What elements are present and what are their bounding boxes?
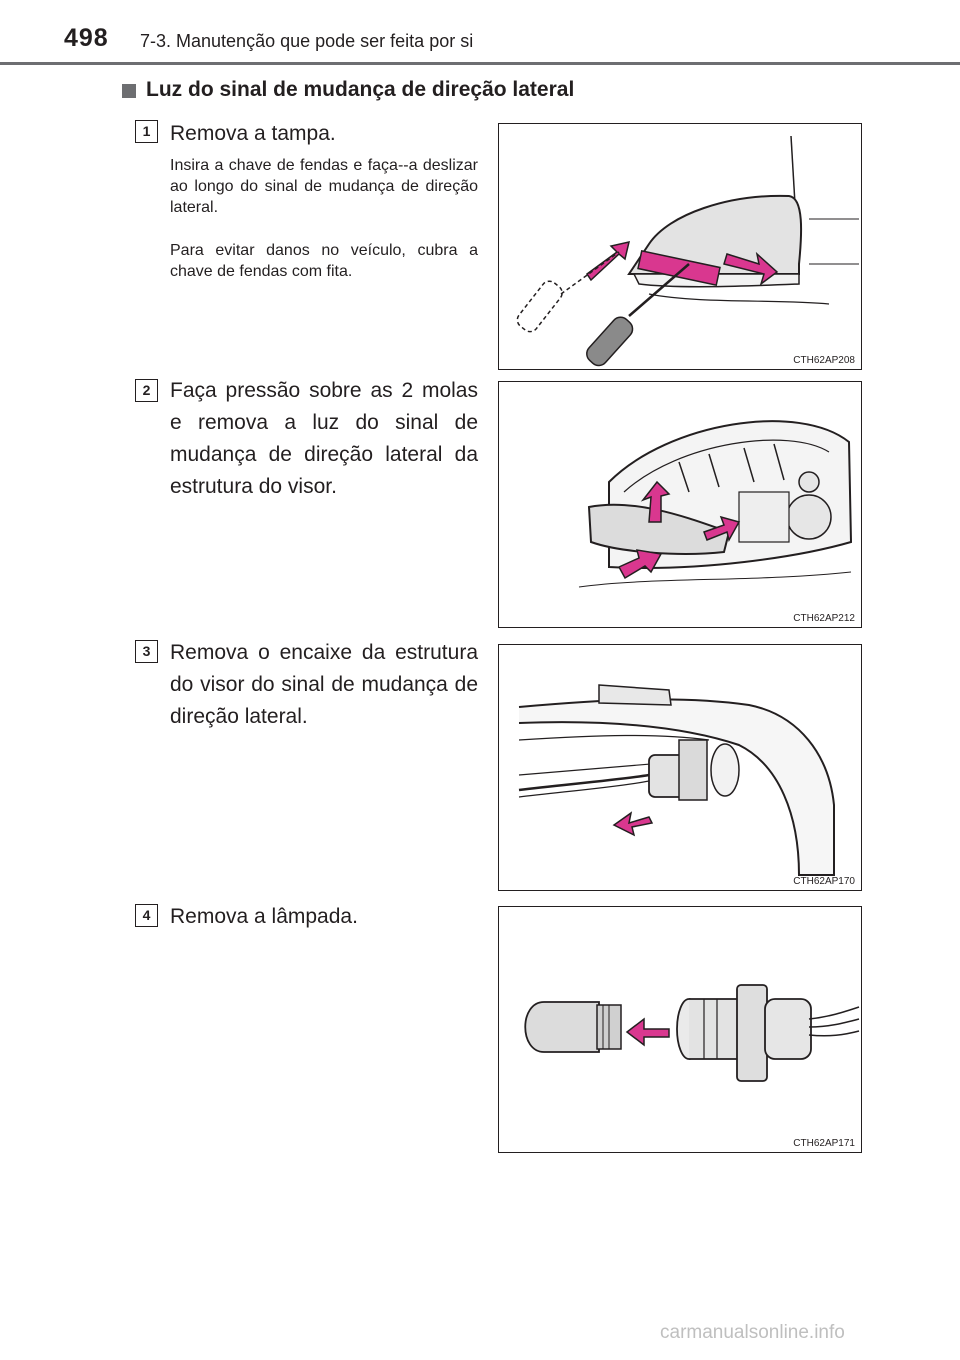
socket-removal-illustration (518, 684, 835, 876)
section-title: Luz do sinal de mudança de direção later… (146, 78, 575, 101)
step-1-note-1: Insira a chave de fendas e faça--a desli… (170, 157, 478, 216)
step-1-text: Remova a tampa. (170, 122, 336, 145)
step-number-2: 2 (135, 379, 158, 402)
turn-signal-removal-illustration (578, 420, 853, 588)
figure-step-4: CTH62AP171 (498, 906, 862, 1153)
chapter-title: 7-3. Manutenção que pode ser feita por s… (140, 31, 474, 51)
page-number: 498 (64, 24, 109, 52)
section-bullet-icon (122, 84, 136, 98)
figure-step-3: CTH62AP170 (498, 644, 862, 891)
figure-code: CTH62AP171 (793, 1138, 855, 1149)
figure-code: CTH62AP170 (793, 876, 855, 887)
bulb-removal-illustration (524, 984, 860, 1082)
step-1-note-2: Para evitar danos no veículo, cubra a ch… (170, 242, 478, 280)
step-number-1: 1 (135, 120, 158, 143)
step-2-text: Faça pressão sobre as 2 molas e remova a… (170, 379, 478, 498)
mirror-cover-illustration (516, 135, 859, 367)
figure-step-2: CTH62AP212 (498, 381, 862, 628)
header-divider (0, 62, 960, 65)
step-3-text: Remova o encaixe da estrutura do visor d… (170, 641, 478, 728)
figure-step-1: CTH62AP208 (498, 123, 862, 370)
figure-code: CTH62AP212 (793, 613, 855, 624)
figure-code: CTH62AP208 (793, 355, 855, 366)
step-number-4: 4 (135, 904, 158, 927)
step-number-3: 3 (135, 640, 158, 663)
step-4-text: Remova a lâmpada. (170, 905, 358, 928)
watermark: carmanualsonline.info (660, 1322, 845, 1343)
